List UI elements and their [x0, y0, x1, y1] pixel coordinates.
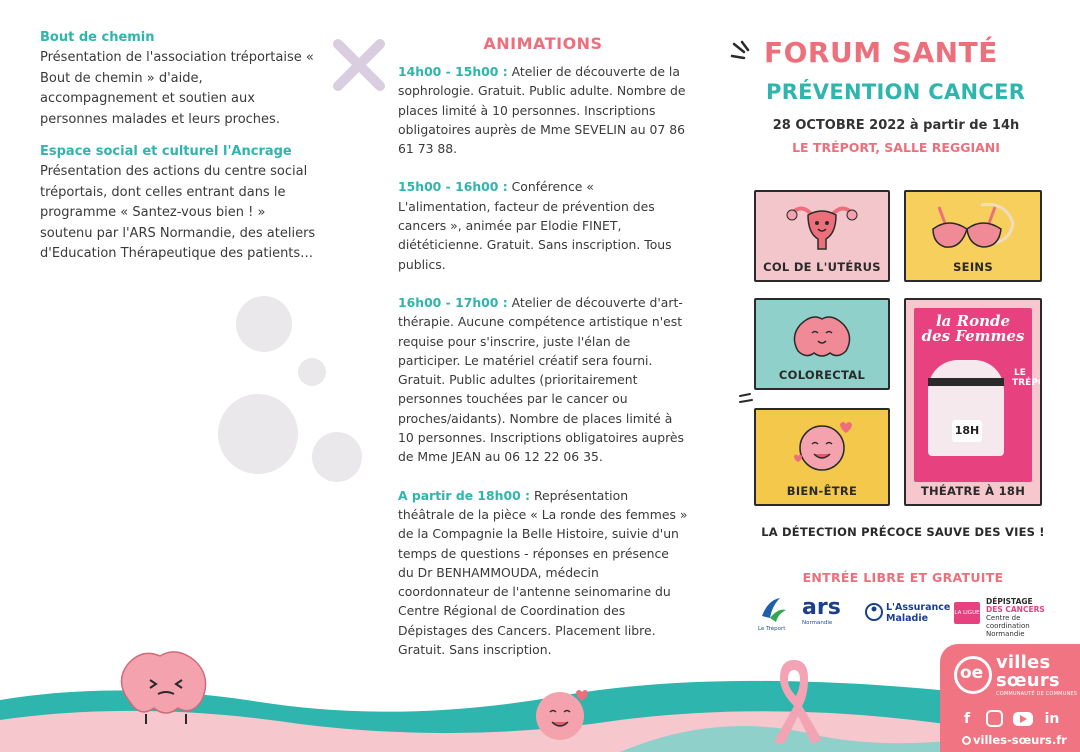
- logo-subtext: Normandie: [986, 630, 1025, 638]
- event-date: 28 OCTOBRE 2022 à partir de 14h: [772, 118, 1020, 133]
- villes-soeurs-mark: oe: [960, 663, 984, 683]
- event-description: Atelier de découverte de la sophrologie.…: [398, 64, 686, 157]
- slogan: LA DÉTECTION PRÉCOCE SAUVE DES VIES !: [761, 525, 1045, 539]
- event-item: 15h00 - 16h00 : Conférence « L'alimentat…: [398, 177, 688, 273]
- poster-title: la Ronde des Femmes: [921, 312, 1025, 345]
- pink-ribbon-icon: [774, 660, 822, 744]
- poster-hour: 18H: [952, 420, 982, 442]
- logo-assurance-maladie: L'Assurance Maladie: [864, 596, 951, 634]
- logo-text: DES CANCERS: [986, 605, 1045, 614]
- villes-soeurs-name: villes sœurs: [996, 654, 1060, 690]
- event-time: 14h00 - 15h00 :: [398, 64, 508, 79]
- event-description: Représentation théâtrale de la pièce « L…: [398, 487, 688, 658]
- event-place: LE TRÉPORT, SALLE REGGIANI: [792, 140, 1000, 155]
- instagram-icon[interactable]: [986, 710, 1003, 727]
- bottom-wave-decoration: [0, 680, 960, 752]
- card-label: BIEN-ÊTRE: [786, 484, 858, 498]
- website-url: villes-sœurs.fr: [973, 733, 1067, 747]
- bra-icon: [932, 202, 1015, 248]
- event-item: A partir de 18h00 : Représentation théât…: [398, 486, 688, 660]
- event-time: 15h00 - 16h00 :: [398, 179, 508, 195]
- partner-description: Présentation de l'association tréportais…: [40, 50, 314, 127]
- colon-character-icon: [120, 651, 207, 724]
- decor-circle: [236, 296, 292, 352]
- decor-circle: [218, 394, 298, 474]
- logo-text: DÉPISTAGE: [986, 597, 1033, 606]
- logo-depistage: DÉPISTAGE DES CANCERS Centre de coordina…: [986, 597, 1056, 639]
- poster-band: [928, 378, 1004, 386]
- villes-soeurs-logo-icon: [954, 656, 992, 694]
- colon-icon: [793, 316, 851, 357]
- forum-subtitle: PRÉVENTION CANCER: [766, 80, 1026, 104]
- card-seins: SEINS: [904, 190, 1042, 282]
- treport-logo-icon: [762, 598, 786, 622]
- partner-logos: Le Tréport ars Normandie L'Assurance Mal…: [758, 596, 1058, 639]
- uterus-icon: [786, 206, 858, 250]
- logo-text: Maladie: [886, 613, 929, 624]
- villes-soeurs-name-line: sœurs: [996, 670, 1060, 691]
- card-label: SEINS: [953, 260, 993, 274]
- event-time: A partir de 18h00 :: [398, 487, 531, 503]
- theatre-poster: la Ronde des Femmes 18H LE TRÉPORT: [914, 308, 1040, 482]
- left-column: Bout de chemin Présentation de l'associa…: [40, 28, 318, 265]
- event-item: 16h00 - 17h00 : Atelier de découverte d'…: [398, 293, 688, 467]
- forum-column: FORUM SANTÉ PRÉVENTION CANCER 28 OCTOBRE…: [724, 0, 1080, 752]
- decor-circle: [298, 358, 326, 386]
- smiling-face-character-icon: [536, 690, 588, 740]
- partner-block: Espace social et culturel l'Ancrage Prés…: [40, 142, 318, 265]
- social-links: f in: [958, 710, 1061, 728]
- card-label: COLORECTAL: [778, 368, 866, 382]
- facebook-icon[interactable]: f: [963, 711, 971, 727]
- logo-ligue: LA LIGUE: [954, 602, 980, 624]
- assurance-maladie-icon: [865, 603, 883, 621]
- villes-soeurs-box: oe villes sœurs COMMUNAUTÉ DE COMMUNES f…: [940, 644, 1080, 752]
- cross-decoration-icon: [333, 39, 385, 91]
- youtube-icon[interactable]: [1013, 712, 1033, 726]
- card-label: THÉATRE À 18H: [920, 484, 1026, 498]
- card-theatre: la Ronde des Femmes 18H LE TRÉPORT THÉAT…: [904, 298, 1042, 506]
- villes-soeurs-subtitle: COMMUNAUTÉ DE COMMUNES: [996, 691, 1078, 697]
- logo-ars: ars Normandie: [802, 596, 858, 634]
- globe-icon: [962, 736, 971, 745]
- motion-lines-icon: [739, 393, 753, 403]
- animations-column: ANIMATIONS 14h00 - 15h00 : Atelier de dé…: [398, 34, 688, 678]
- logo-text: L'Assurance: [886, 602, 951, 613]
- card-bienetre: BIEN-ÊTRE: [754, 408, 890, 506]
- card-colorectal: COLORECTAL: [754, 298, 890, 390]
- logo-subtext: Normandie: [802, 620, 833, 626]
- forum-title: FORUM SANTÉ: [764, 36, 998, 69]
- event-time: 16h00 - 17h00 :: [398, 294, 508, 310]
- entry-info: ENTRÉE LIBRE ET GRATUITE: [802, 570, 1004, 585]
- card-uterus: COL DE L'UTÉRUS: [754, 190, 890, 282]
- decor-circle: [312, 432, 362, 482]
- partner-block: Bout de chemin Présentation de l'associa…: [40, 28, 318, 130]
- partner-description: Présentation des actions du centre socia…: [40, 164, 316, 261]
- sparkle-lines-icon: [730, 40, 750, 60]
- poster-side-text: LE TRÉPORT: [1012, 368, 1040, 388]
- smiling-heart-face-icon: [794, 422, 852, 471]
- partner-title: Espace social et culturel l'Ancrage: [40, 144, 292, 159]
- event-item: 14h00 - 15h00 : Atelier de découverte de…: [398, 62, 688, 158]
- logo-subtext: Centre de coordination: [986, 614, 1030, 630]
- villes-soeurs-name-line: villes: [996, 652, 1051, 673]
- website-link[interactable]: villes-sœurs.fr: [962, 733, 1067, 747]
- logo-text: ars: [802, 595, 841, 620]
- logo-text: Le Tréport: [758, 626, 786, 632]
- event-description: Atelier de découverte d'art-thérapie. Au…: [398, 294, 685, 465]
- animations-title: ANIMATIONS: [483, 34, 603, 53]
- event-description: Conférence « L'alimentation, facteur de …: [398, 179, 672, 272]
- logo-le-treport: Le Tréport: [758, 596, 794, 634]
- card-label: COL DE L'UTÉRUS: [763, 260, 881, 274]
- linkedin-icon[interactable]: in: [1044, 711, 1060, 727]
- partner-title: Bout de chemin: [40, 30, 155, 45]
